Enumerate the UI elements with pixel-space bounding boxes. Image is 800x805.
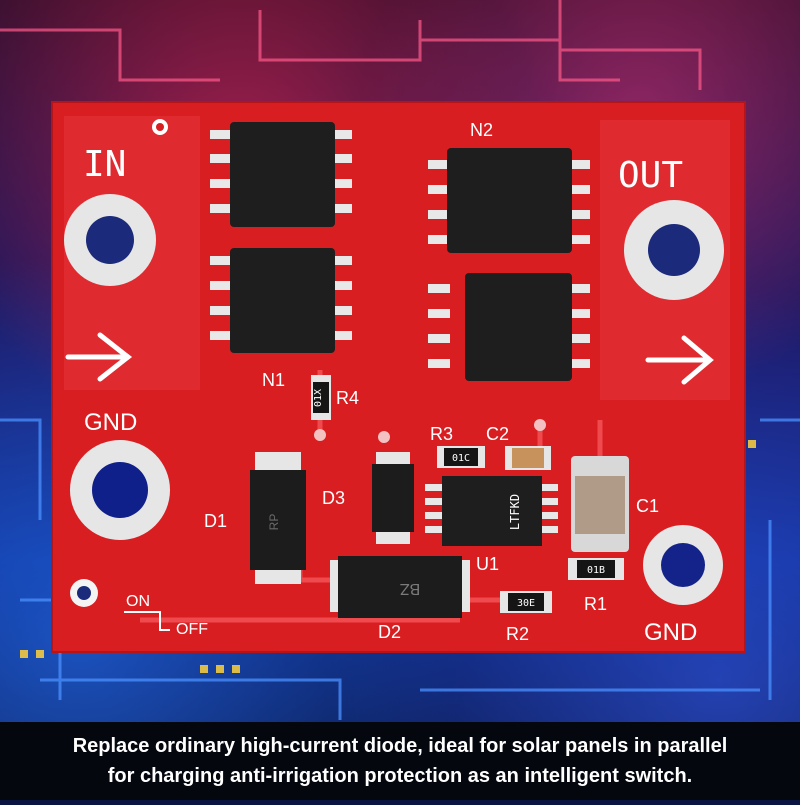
diode-d1: RP bbox=[250, 452, 306, 584]
label-r3: R3 bbox=[430, 424, 453, 444]
terminal-out bbox=[624, 200, 724, 300]
terminal-in bbox=[64, 194, 156, 286]
label-n1: N1 bbox=[262, 370, 285, 390]
switch-hole bbox=[70, 579, 98, 607]
svg-text:30E: 30E bbox=[517, 598, 535, 609]
label-r2: R2 bbox=[506, 624, 529, 644]
resistor-r3: 01C bbox=[437, 446, 485, 468]
label-d3: D3 bbox=[322, 488, 345, 508]
terminal-gnd-left bbox=[70, 440, 170, 540]
svg-text:RP: RP bbox=[267, 514, 281, 531]
label-c1: C1 bbox=[636, 496, 659, 516]
label-n2: N2 bbox=[470, 120, 493, 140]
label-d1: D1 bbox=[204, 511, 227, 531]
mosfet-n2-top bbox=[428, 148, 590, 253]
mosfet-n1-top bbox=[210, 122, 352, 227]
resistor-r1: 01B bbox=[568, 558, 624, 580]
label-r4: R4 bbox=[336, 388, 359, 408]
label-gnd-left: GND bbox=[84, 409, 137, 436]
resistor-r4: 01X bbox=[311, 375, 331, 420]
chip-u1: LTFKD bbox=[425, 476, 558, 546]
label-c2: C2 bbox=[486, 424, 509, 444]
mosfet-n1-bottom bbox=[210, 248, 352, 353]
diode-d2: BZ bbox=[330, 556, 470, 618]
svg-text:01C: 01C bbox=[452, 453, 470, 464]
label-on: ON bbox=[126, 593, 150, 610]
diode-d3 bbox=[372, 452, 414, 544]
svg-text:BZ: BZ bbox=[400, 580, 421, 597]
caption-line-1: Replace ordinary high-current diode, ide… bbox=[72, 735, 728, 757]
terminal-gnd-right bbox=[643, 525, 723, 605]
vias bbox=[152, 119, 546, 443]
label-off: OFF bbox=[176, 621, 208, 638]
mosfet-n2-bottom bbox=[428, 273, 590, 381]
svg-text:01X: 01X bbox=[313, 389, 324, 407]
label-u1: U1 bbox=[476, 554, 499, 574]
caption-line-2: for charging anti-irrigation protection … bbox=[107, 765, 693, 787]
label-out: OUT bbox=[618, 155, 683, 196]
capacitor-c2 bbox=[505, 446, 551, 470]
arrow-right-icon bbox=[65, 332, 133, 382]
label-r1: R1 bbox=[584, 594, 607, 614]
capacitor-c1 bbox=[571, 456, 629, 552]
svg-text:01B: 01B bbox=[587, 565, 605, 576]
arrow-right-out-icon bbox=[645, 335, 714, 385]
label-gnd-right: GND bbox=[644, 619, 697, 646]
svg-text:LTFKD: LTFKD bbox=[508, 494, 522, 530]
switch-silk-line bbox=[124, 611, 170, 631]
label-in: IN bbox=[83, 144, 126, 185]
caption-bar: Replace ordinary high-current diode, ide… bbox=[0, 722, 800, 800]
label-d2: D2 bbox=[378, 622, 401, 642]
resistor-r2: 30E bbox=[500, 591, 552, 613]
